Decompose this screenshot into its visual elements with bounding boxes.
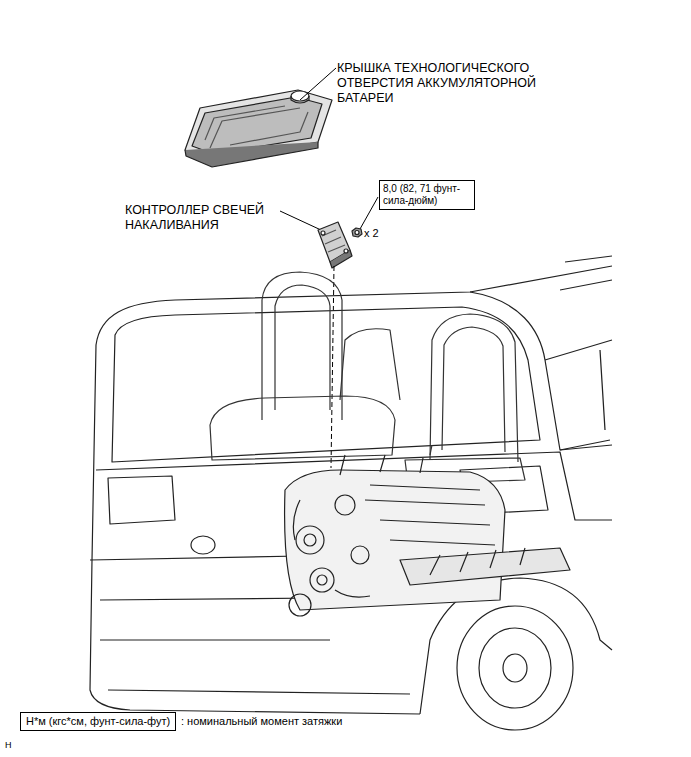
glow-plug-controller <box>318 222 352 268</box>
torque-spec-box: 8,0 (82, 71 фунт-сила-дюйм) <box>379 180 475 210</box>
van-body <box>90 256 612 730</box>
part-label: КРЫШКА ТЕХНОЛОГИЧЕСКОГО ОТВЕРСТИЯ АККУМУ… <box>337 61 572 106</box>
legend-key-box: Н*м (кгс*см, фунт-сила-фут) <box>20 712 176 731</box>
part-label: КОНТРОЛЛЕР СВЕЧЕЙ НАКАЛИВАНИЯ <box>125 203 293 233</box>
quantity-label: x 2 <box>364 226 379 241</box>
leader-line <box>280 211 321 230</box>
engine <box>285 455 570 616</box>
bolt <box>352 228 362 237</box>
leader-line <box>360 197 378 229</box>
seats <box>210 272 525 484</box>
figure-code: H <box>5 738 12 753</box>
node-text: 8,0 (82, 71 фунт-сила-дюйм) <box>383 183 471 207</box>
leader-line <box>300 68 336 100</box>
battery-cover <box>185 90 332 167</box>
legend-text: : номинальный момент затяжки <box>181 714 342 729</box>
node-text: Н*м (кгс*см, фунт-сила-фут) <box>26 715 170 728</box>
